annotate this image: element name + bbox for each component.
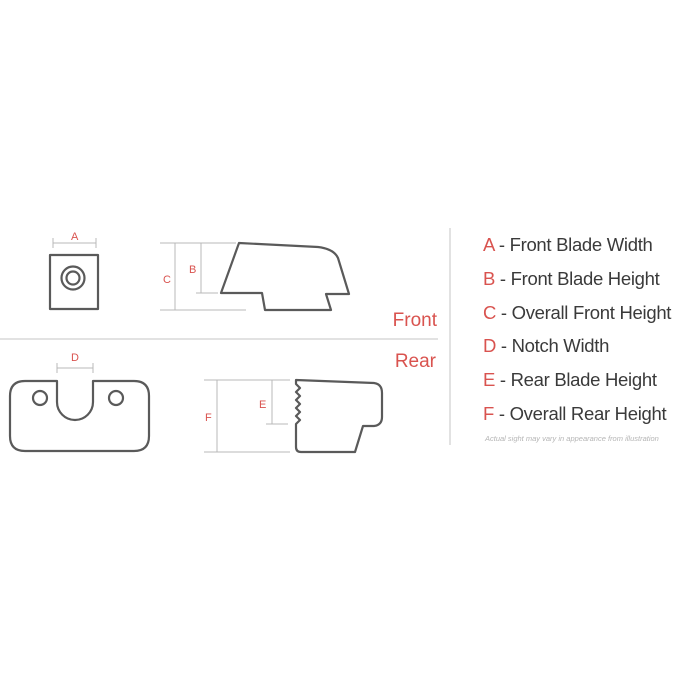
legend-letter: D: [483, 335, 497, 357]
dimension-f: F: [204, 379, 290, 453]
dimension-d: D: [56, 352, 94, 373]
disclaimer-note: Actual sight may vary in appearance from…: [485, 434, 659, 443]
front-sight-top-view: [48, 253, 100, 311]
legend-letter: C: [483, 301, 497, 323]
dimension-b: B: [189, 243, 218, 294]
legend-text: Overall Rear Height: [509, 402, 667, 424]
dimension-label-d: D: [71, 352, 79, 364]
legend-item: B - Front Blade Height: [483, 264, 678, 298]
legend-item: A - Front Blade Width: [483, 230, 678, 264]
front-sight-side-view: [219, 241, 351, 312]
dimension-label-b: B: [189, 264, 196, 276]
dimension-e: E: [259, 380, 288, 425]
front-section-label: Front: [393, 310, 438, 331]
dimension-legend: A - Front Blade Width B - Front Blade He…: [483, 230, 678, 433]
legend-text: Rear Blade Height: [510, 369, 657, 391]
legend-separator: -: [494, 234, 510, 255]
legend-text: Notch Width: [511, 335, 610, 357]
dimension-label-c: C: [163, 274, 171, 286]
legend-separator: -: [495, 267, 511, 289]
legend-text: Overall Front Height: [511, 301, 672, 323]
legend-item: E - Rear Blade Height: [483, 365, 678, 399]
legend-text: Front Blade Height: [510, 267, 660, 289]
dimension-label-a: A: [71, 231, 79, 243]
legend-letter: A: [483, 234, 495, 255]
legend-separator: -: [495, 369, 511, 391]
rear-sight-front-view: [8, 379, 151, 453]
legend-letter: E: [483, 369, 496, 391]
legend-separator: -: [494, 402, 510, 424]
legend-letter: F: [483, 402, 495, 424]
dimension-label-e: E: [259, 399, 266, 411]
dimension-a: A: [52, 231, 97, 248]
legend-separator: -: [496, 301, 512, 323]
legend-separator: -: [496, 335, 512, 357]
legend-letter: B: [483, 267, 496, 289]
rear-section-label: Rear: [395, 351, 437, 372]
rear-sight-side-view: [294, 378, 384, 454]
legend-text: Front Blade Width: [509, 234, 653, 255]
legend-item: F - Overall Rear Height: [483, 399, 678, 433]
legend-item: C - Overall Front Height: [483, 298, 678, 332]
dimension-label-f: F: [205, 412, 212, 424]
dimension-c: C: [160, 242, 246, 311]
legend-item: D - Notch Width: [483, 331, 678, 365]
